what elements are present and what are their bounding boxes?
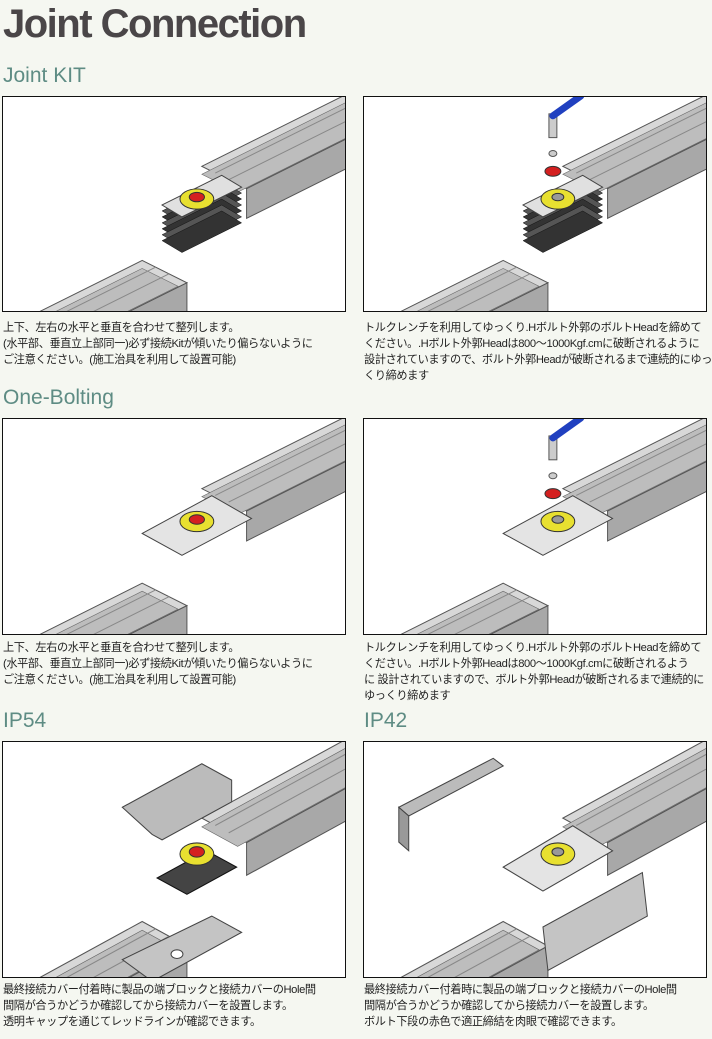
caption-line: 設計されていますので、ボルト外郭Headが破断されるまで連続的にゆっ [364,354,712,366]
caption-line: ください。.Hボルト外郭Headは800～1000Kgf.cmに破断されるよう [364,658,689,670]
page-title: Joint Connection [3,2,307,46]
caption-line: 間隔が合うかどうか確認してから接続カバーを設置します。 [364,1000,654,1012]
section-ip42: IP42 [364,709,408,732]
caption-joint-kit-align: 上下、左右の水平と垂直を合わせて整列します。 (水平部、垂直立上部同一)必ず接続K… [3,320,353,368]
section-joint-kit: Joint KIT [3,64,86,87]
bolt-icon [179,842,215,866]
bottom-cover [121,915,243,977]
busway-rail [200,97,345,220]
caption-joint-kit-torque: トルクレンチを利用してゆっくり.Hボルト外郭のボルトHeadを締めてください。.… [364,320,712,384]
caption-line: 最終接続カバー付着時に製品の端ブロックと接続カバーのHole間 [364,984,677,996]
one-bolting-alignment-illustration [2,418,346,635]
busway-rail [39,582,189,634]
busway-rail [400,582,550,634]
caption-line: 最終接続カバー付着時に製品の端ブロックと接続カバーのHole間 [3,984,316,996]
busway-rail [561,97,706,220]
ip54-cover-illustration [2,741,346,978]
busway-rail [200,419,345,542]
busway-rail [200,742,345,877]
busway-rail [39,259,189,311]
caption-line: 間隔が合うかどうか確認してから接続カバーを設置します。 [3,1000,293,1012]
joint-kit-block [522,174,604,253]
caption-line: ゆっくり締めます [364,690,451,702]
bolt-icon [540,510,576,533]
caption-line: 透明キャップを通じてレッドラインが確認できます。 [3,1016,261,1028]
top-cover [121,763,233,841]
caption-line: ください。.Hボルト外郭Headは800～1000Kgf.cmに破断されるように [364,338,700,350]
caption-line: ご注意ください。(施工治具を利用して設置可能) [3,354,236,366]
caption-line: ボルト下段の赤色で適正締結を肉眼で確認できます。 [364,1016,622,1028]
busway-rail [400,259,550,311]
caption-line: (水平部、垂直立上部同一)必ず接続Kitが傾いたり偏らないように [3,658,313,670]
torque-wrench-icon [544,419,585,500]
section-one-bolting: One-Bolting [3,386,114,409]
top-cover [397,757,505,817]
caption-one-bolting-align: 上下、左右の水平と垂直を合わせて整列します。 (水平部、垂直立上部同一)必ず接続K… [3,640,353,688]
caption-one-bolting-torque: トルクレンチを利用してゆっくり.Hボルト外郭のボルトHeadを締めてください。.… [364,640,712,704]
caption-line: トルクレンチを利用してゆっくり.Hボルト外郭のボルトHeadを締めて [364,642,702,654]
bolt-icon [540,842,576,866]
bolt-icon [179,510,215,533]
caption-line: に 設計されていますので、ボルト外郭Headが破断されるまで連続的に [364,674,704,686]
busway-rail [561,419,706,542]
joint-kit-torque-illustration [363,96,707,312]
bottom-cover [542,871,648,972]
joint-kit-block [161,174,243,253]
caption-line: くり締めます [364,370,429,382]
caption-ip42: 最終接続カバー付着時に製品の端ブロックと接続カバーのHole間間隔が合うかどうか… [364,982,712,1030]
joint-kit-alignment-illustration [2,96,346,312]
one-bolting-torque-illustration [363,418,707,635]
caption-line: 上下、左右の水平と垂直を合わせて整列します。 [3,642,240,654]
caption-ip54: 最終接続カバー付着時に製品の端ブロックと接続カバーのHole間間隔が合うかどうか… [3,982,353,1030]
bolt-icon [540,188,576,210]
busway-rail [400,920,550,977]
bolt-icon [179,188,215,210]
caption-line: ご注意ください。(施工治具を利用して設置可能) [3,674,236,686]
caption-line: トルクレンチを利用してゆっくり.Hボルト外郭のボルトHeadを締めて [364,322,702,334]
ip42-cover-illustration [363,741,707,978]
section-ip54: IP54 [3,709,47,732]
caption-line: 上下、左右の水平と垂直を合わせて整列します。 [3,322,240,334]
torque-wrench-icon [544,97,585,177]
caption-line: (水平部、垂直立上部同一)必ず接続Kitが傾いたり偏らないように [3,338,313,350]
